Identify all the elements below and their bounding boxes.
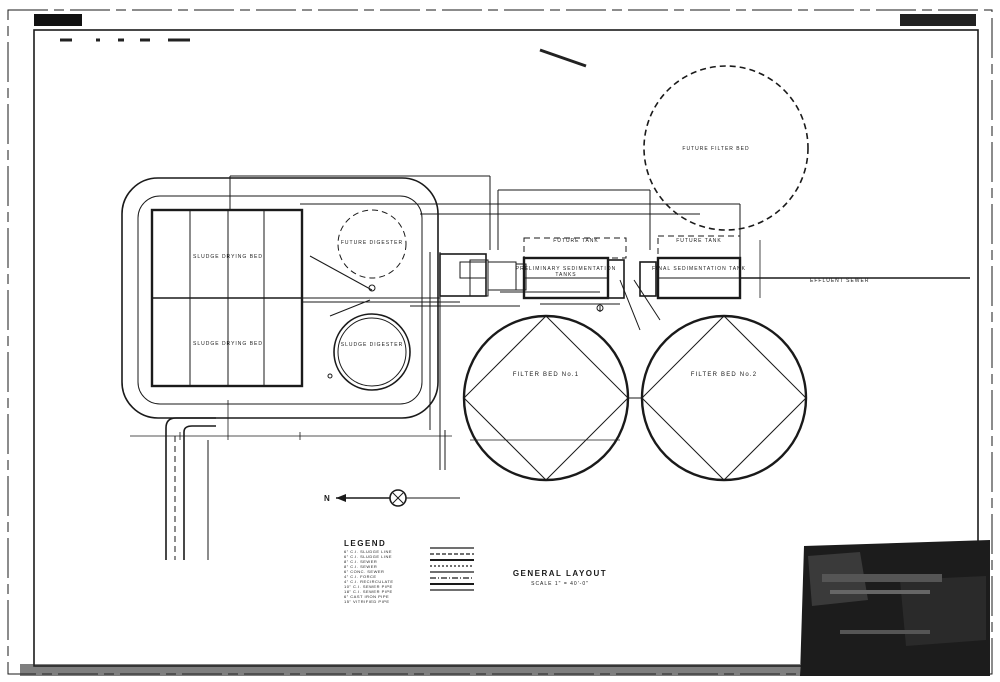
legend-item: 15" VITRIFIED PIPE (344, 599, 390, 604)
effluent-label: EFFLUENT SEWER (810, 278, 869, 284)
legend-swatches (430, 547, 474, 591)
sludge-digester-inner (337, 317, 407, 387)
damaged-title-block (800, 540, 990, 676)
inlet-structures (439, 253, 527, 297)
north-arrow: N (324, 489, 460, 507)
sludge-digester (333, 313, 411, 391)
filter-bed-2 (640, 314, 808, 482)
future-digester-label: FUTURE DIGESTER (341, 240, 403, 246)
legend-item: 18" C.I. SEWER PIPE (344, 589, 393, 594)
legend-item: 4" C.I. FORCE (344, 574, 377, 579)
drawing-title: GENERAL LAYOUT (513, 569, 607, 578)
final-sedimentation-label: FINAL SEDIMENTATION TANK (652, 266, 746, 272)
dosing-chamber (639, 261, 657, 297)
sludge-bed-1-label: SLUDGE DRYING BED (193, 254, 263, 260)
primary-sedimentation-sublabel: TANKS (555, 272, 576, 278)
north-label: N (324, 494, 331, 503)
future-filter-bed (643, 65, 809, 231)
legend-title: LEGEND (344, 539, 386, 548)
sludge-drying-area: SLUDGE DRYING BED SLUDGE DRYING BED (121, 177, 439, 419)
corner-scan-mark (34, 14, 82, 26)
filter-bed-2-distributor (641, 315, 807, 481)
filter-bed-1-distributor (463, 315, 629, 481)
legend-item: 6" CAST IRON PIPE (344, 594, 389, 599)
legend-item: 4" C.I. RECIRCULATE (344, 579, 394, 584)
pipe-network (229, 175, 741, 470)
future-tank-primary-label: FUTURE TANK (553, 238, 599, 244)
filter-bed-2-label: FILTER BED No.2 (691, 372, 758, 378)
bottom-edge-scan (20, 664, 800, 676)
dimension-lines (130, 212, 761, 441)
drying-area-inner-road (137, 195, 423, 405)
future-filter-bed-label: FUTURE FILTER BED (682, 146, 749, 152)
legend-item: 10" C.I. SEWER PIPE (344, 584, 393, 589)
legend-item: 6" C.I. SLUDGE LINE (344, 549, 392, 554)
filter-bed-1-label: FILTER BED No.1 (513, 372, 580, 378)
future-digester (337, 209, 407, 279)
edge-scan-marks (60, 38, 587, 68)
legend-item: 6" C.I. SLUDGE LINE (344, 554, 392, 559)
access-road (165, 417, 216, 560)
future-tank-final-label: FUTURE TANK (676, 238, 722, 244)
legend-item: 8" C.I. SEWER (344, 564, 377, 569)
sludge-bed-2-label: SLUDGE DRYING BED (193, 341, 263, 347)
filter-bed-1 (462, 314, 630, 482)
sludge-digester-label: SLUDGE DIGESTER (341, 342, 404, 348)
primary-sedimentation-label: PRELIMINARY SEDIMENTATION (516, 266, 616, 272)
legend-item: 6" CONC. SEWER (344, 569, 384, 574)
corner-scan-mark (900, 14, 976, 26)
distribution-box (607, 259, 625, 299)
legend-item: 8" C.I. SEWER (344, 559, 377, 564)
drawing-scale: SCALE 1" = 40'-0" (531, 581, 589, 587)
